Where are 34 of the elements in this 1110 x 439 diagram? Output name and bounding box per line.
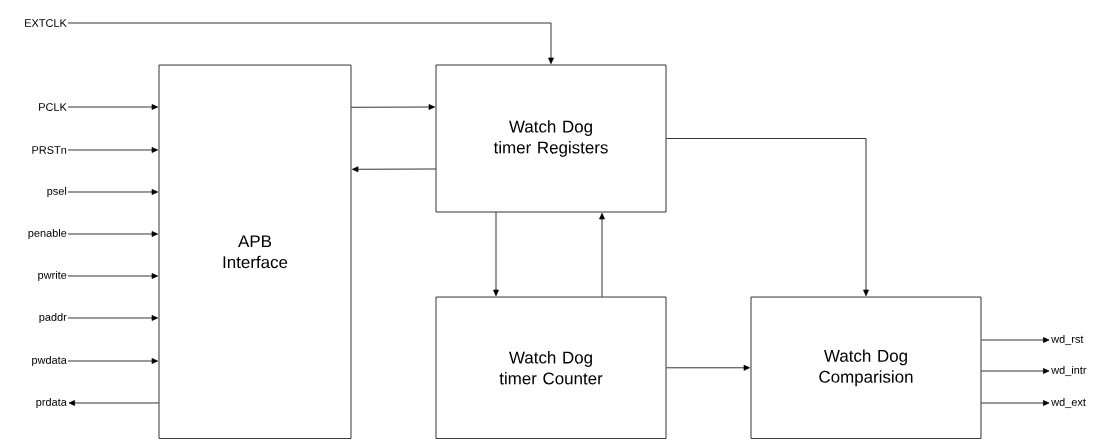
arrow [67,22,554,64]
signal-label: EXTCLK [25,19,67,27]
arrow [67,358,158,364]
block-box: Watch Dog timer Counter [435,296,667,439]
block-box: Watch Dog timer Registers [435,64,667,213]
signal-label: wd_ext [1051,397,1086,409]
arrow [981,400,1050,406]
signal-label: wd_intr [1051,365,1087,377]
block-box: Watch Dog Comparision [750,296,982,439]
signal-label: psel [47,186,67,198]
arrow [67,231,158,237]
signal-label: PCLK [39,103,67,111]
signal-label: pwrite [38,270,67,282]
signal-label: wd_rst [1051,334,1084,346]
arrow [67,315,158,321]
arrow [67,104,158,110]
arrow [666,138,869,297]
arrow [493,212,499,297]
arrow [981,337,1050,343]
arrow [666,364,750,371]
arrow [352,166,436,173]
arrow [67,147,158,153]
arrow [981,368,1050,374]
signal-label: PRSTn [32,146,67,154]
signal-label: prdata [36,397,67,409]
arrow [599,213,605,298]
signal-label: pwdata [32,355,67,367]
arrow [68,400,159,406]
block-box: APB Interface [158,64,352,439]
arrow [351,104,435,110]
signal-label: penable [28,228,67,240]
arrow [67,273,158,279]
arrow [67,189,158,195]
signal-label: paddr [39,312,67,324]
